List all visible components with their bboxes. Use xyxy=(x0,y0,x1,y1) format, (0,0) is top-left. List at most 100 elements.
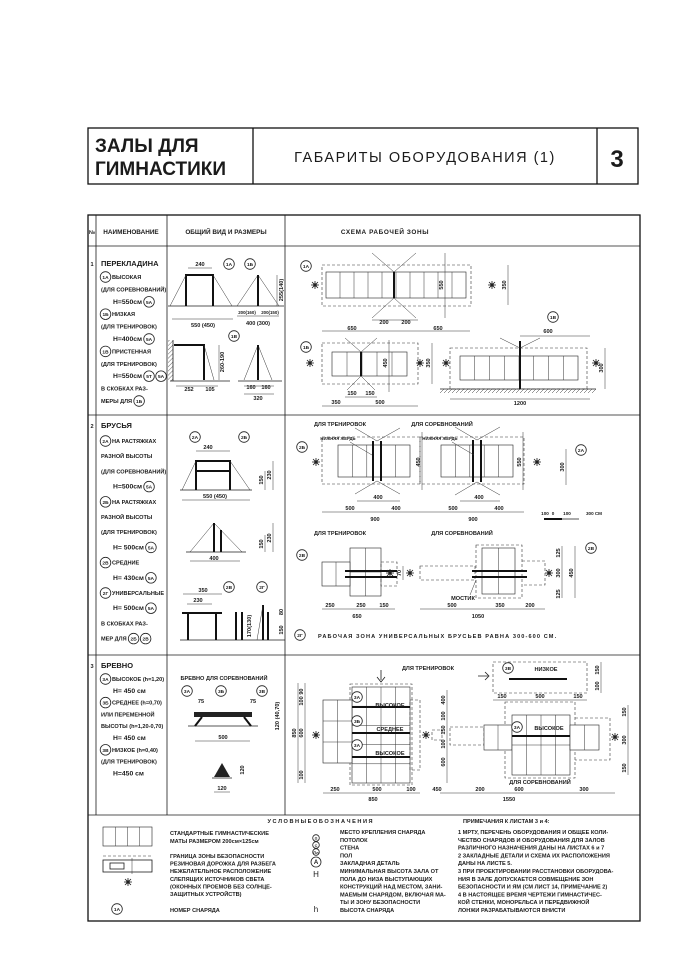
dimension-label: ДЛЯ СОРЕВНОВАНИЙ xyxy=(431,529,493,537)
equipment-number: 2В xyxy=(588,546,595,552)
row-number: 1 xyxy=(90,262,93,268)
dimension-label: 75 xyxy=(250,699,256,705)
floor-hatch xyxy=(439,388,597,394)
dimension-label: 300 xyxy=(622,735,628,744)
safety-zone xyxy=(409,699,421,771)
bar-legs xyxy=(235,612,243,640)
beams xyxy=(352,706,410,758)
equipment-number: 2Б xyxy=(102,500,109,506)
dimension-label: 100 xyxy=(563,511,571,516)
equipment-number-circle xyxy=(127,632,140,645)
dimension-label: 80 xyxy=(279,609,285,615)
equipment-description: H=500см xyxy=(113,484,142,491)
equipment-number: 2А xyxy=(102,439,109,445)
equipment-number-circle xyxy=(351,739,363,751)
dimension-label: 650 xyxy=(352,614,361,620)
equipment-number-circle xyxy=(351,691,363,703)
equipment-number: 5Т xyxy=(146,374,152,380)
high-bar-frame xyxy=(185,274,214,306)
equipment-number-circle xyxy=(223,581,235,593)
guy-wires xyxy=(169,274,233,307)
dimension-label: 650 xyxy=(347,326,356,332)
dimension-label: 160 xyxy=(246,385,255,391)
section-title-line1: ЗАЛЫ ДЛЯ xyxy=(95,136,199,157)
balance-beam xyxy=(194,712,252,717)
legend-text: СТЕНА xyxy=(340,846,359,852)
dimension-label: НИЖНЯЯ ЖЕРДЬ xyxy=(320,436,355,441)
equipment-number-circle xyxy=(143,370,155,382)
guy-wires xyxy=(454,426,501,496)
dimension-label: 500 xyxy=(375,400,384,406)
header-view: ОБЩИЙ ВИД И РАЗМЕРЫ xyxy=(185,227,266,236)
dimension-label: 100 xyxy=(541,511,549,516)
equipment-number: 3В xyxy=(505,666,512,672)
equipment-description: ПРИСТЕННАЯ xyxy=(112,349,151,355)
equipment-description: УНИВЕРСАЛЬНЫЕ xyxy=(112,591,164,597)
mat-divider xyxy=(115,827,140,846)
light-source-icon-center xyxy=(314,460,318,464)
gym-mats xyxy=(331,351,408,377)
note-line: 3 ПРИ ПРОЕКТИРОВАНИИ РАССТАНОВКИ ОБОРУДО… xyxy=(458,869,613,875)
bars xyxy=(472,570,527,578)
equipment-number-circle xyxy=(143,333,155,345)
drawing-line xyxy=(451,441,475,456)
dimension-label: 1050 xyxy=(472,614,484,620)
dimension-label: 75 xyxy=(198,699,204,705)
sheet-title: ГАБАРИТЫ ОБОРУДОВАНИЯ (1) xyxy=(294,150,556,166)
dimension-label: 300 xyxy=(556,568,562,577)
light-source-icon-center xyxy=(408,571,412,575)
safety-zone xyxy=(321,436,421,485)
equipment-number: 1Б xyxy=(102,312,109,318)
dimension-label: 500 xyxy=(447,603,456,609)
header-num: № xyxy=(89,230,95,236)
dimension-label: 400 xyxy=(209,556,218,562)
equipment-number-circle xyxy=(111,903,123,915)
dimension-label: 150 xyxy=(622,707,628,716)
row-number: 2 xyxy=(90,424,93,430)
equipment-number-circle xyxy=(189,431,201,443)
equipment-description: СРЕДНИЕ xyxy=(112,561,140,567)
dimension-label: 300 xyxy=(560,462,566,471)
light-source-icon-center xyxy=(613,735,617,739)
equipment-number: 2Б xyxy=(241,435,248,441)
beam-legs xyxy=(194,716,252,727)
legend-symbol: h xyxy=(314,905,318,914)
equipment-number: 3А xyxy=(514,725,521,731)
equipment-description: НА РАСТЯЖКАХ xyxy=(112,500,157,506)
equipment-description: H= 430см xyxy=(113,575,144,582)
runway xyxy=(419,565,476,581)
equipment-description: НА РАСТЯЖКАХ xyxy=(112,439,157,445)
dimension-label: 320 xyxy=(253,396,262,402)
equipment-number: 1А xyxy=(102,275,109,281)
equipment-number: 5А xyxy=(146,337,153,343)
legend-text: ПОЛА ДО НИЗА ВЫСТУПАЮЩИХ xyxy=(340,877,433,883)
dimension-label: 350 xyxy=(495,603,504,609)
wall-hatch xyxy=(168,340,173,381)
dimension-label: 600 xyxy=(441,757,447,766)
equipment-number-circle xyxy=(294,629,306,641)
dimension-label: 100 xyxy=(595,681,601,690)
equipment-number: 1Б xyxy=(136,399,143,405)
legend-symbol: H xyxy=(313,870,319,879)
legend-text: МИНИМАЛЬНАЯ ВЫСОТА ЗАЛА ОТ xyxy=(340,869,439,875)
equipment-description: НИЗКАЯ xyxy=(112,312,135,318)
dimension-label: 200 xyxy=(401,320,410,326)
equipment-description: H= 450 см xyxy=(113,688,146,695)
dimension-label: 240 xyxy=(203,445,212,451)
equipment-number-circle xyxy=(99,556,112,569)
dimension-label: 150 xyxy=(497,694,506,700)
equipment-number: 2В xyxy=(226,585,233,591)
equipment-number-circle xyxy=(133,395,145,407)
dimension-label: 70 xyxy=(397,570,403,576)
legend-text: (ОКОННЫХ ПРОЕМОВ БЕЗ СОЛНЦЕ- xyxy=(170,884,272,890)
dimension-label: 550 xyxy=(517,457,523,466)
guy-wires xyxy=(181,460,251,491)
equipment-number: 3А xyxy=(354,695,361,701)
equipment-number: 3А xyxy=(184,689,191,695)
legend-text: МЕСТО КРЕПЛЕНИЯ СНАРЯДА xyxy=(340,830,425,836)
note-line: КОЙ СТЕНКИ, МОНОРЕЛЬСА И ПЕРЕДВИЖНОЙ xyxy=(458,898,589,906)
equipment-number-circle xyxy=(99,587,112,599)
note-line: 4 В НАСТОЯЩЕЕ ВРЕМЯ ЧЕРТЕЖИ ГИМНАСТИЧЕС- xyxy=(458,892,602,898)
dimension-label: 450 xyxy=(383,358,389,367)
